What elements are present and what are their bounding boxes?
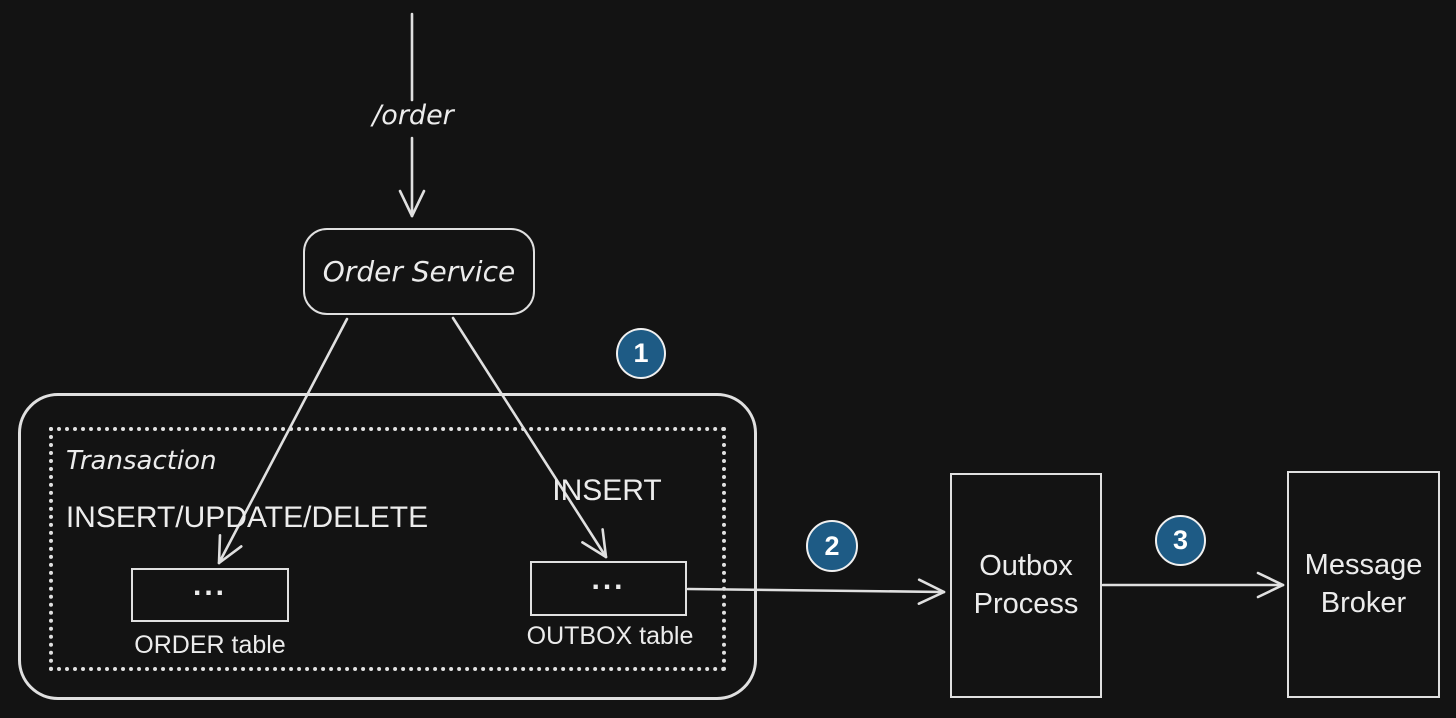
outbox-operation-label: INSERT — [552, 474, 662, 507]
order-request-label: /order — [372, 100, 454, 131]
step-badge-1: 1 — [616, 328, 666, 379]
step-badge-2: 2 — [806, 520, 858, 572]
order-table-caption: ORDER table — [134, 631, 286, 659]
outbox-process-label: Outbox Process — [973, 550, 1079, 620]
outbox-table-node: ... — [530, 561, 687, 616]
outbox-process-node: Outbox Process — [950, 473, 1102, 698]
order-table-node: ... — [131, 568, 289, 622]
order-service-label: Order Service — [322, 255, 516, 288]
order-service-node: Order Service — [303, 228, 535, 315]
outbox-table-caption: OUTBOX table — [526, 622, 694, 650]
step-badge-3: 3 — [1155, 515, 1206, 566]
outbox-table-content: ... — [591, 562, 626, 596]
transaction-boundary — [49, 427, 726, 671]
transaction-label: Transaction — [66, 446, 217, 476]
step-badge-2-number: 2 — [824, 530, 840, 561]
order-operation-label: INSERT/UPDATE/DELETE — [65, 501, 429, 534]
transaction-outer-container — [18, 393, 757, 700]
order-table-content: ... — [192, 569, 227, 602]
step-badge-3-number: 3 — [1172, 525, 1189, 555]
message-broker-node: Message Broker — [1287, 471, 1440, 698]
message-broker-label: Message Broker — [1304, 549, 1423, 619]
step-badge-1-number: 1 — [633, 338, 649, 368]
